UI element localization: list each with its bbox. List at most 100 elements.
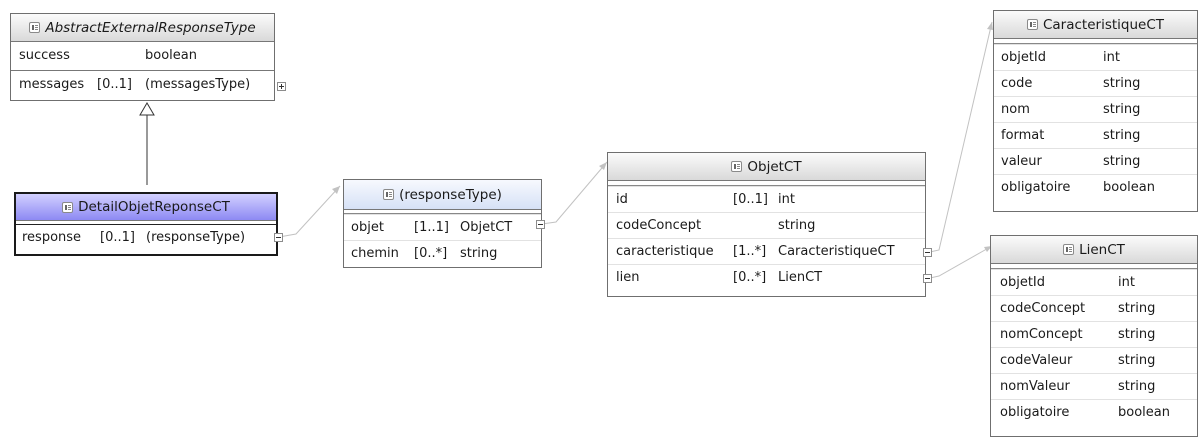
attribute-name: chemin bbox=[351, 246, 399, 261]
attribute-name: nomConcept bbox=[1000, 327, 1083, 342]
attribute-cardinality: [1..1] bbox=[414, 220, 449, 235]
attribute-name: code bbox=[1001, 76, 1033, 91]
attribute-type: string bbox=[1103, 102, 1141, 117]
attribute-type: string bbox=[1118, 327, 1156, 342]
arrowhead-caracteristique bbox=[987, 22, 993, 30]
connector-caracteristique bbox=[929, 21, 993, 253]
type-icon bbox=[62, 201, 74, 213]
attribute-cardinality: [0..*] bbox=[733, 270, 767, 285]
connector-response bbox=[278, 185, 341, 238]
attribute-type: string bbox=[1118, 301, 1156, 316]
attribute-name: lien bbox=[616, 270, 640, 285]
attribute-type: LienCT bbox=[778, 270, 823, 285]
objet-ct-box[interactable]: ObjetCT id [0..1] int codeConcept string… bbox=[607, 152, 926, 297]
lien-ct-box[interactable]: LienCT objetId int codeConcept string nomC… bbox=[990, 235, 1198, 437]
attribute-row[interactable]: response [0..1] (responseType) bbox=[16, 225, 276, 253]
type-name: (responseType) bbox=[399, 186, 502, 203]
attribute-type: string bbox=[778, 218, 816, 233]
attribute-row[interactable]: messages [0..1] (messagesType) bbox=[11, 71, 274, 100]
attribute-row[interactable]: nomValeur string bbox=[991, 373, 1197, 399]
lien-ct-header: LienCT bbox=[991, 236, 1197, 264]
attribute-row[interactable]: lien [0..*] LienCT bbox=[608, 264, 925, 290]
attribute-name: response bbox=[22, 230, 82, 245]
attribute-type: string bbox=[1103, 128, 1141, 143]
attribute-cardinality: [0..1] bbox=[733, 192, 768, 207]
collapse-toggle-icon[interactable] bbox=[923, 274, 932, 283]
attribute-name: caracteristique bbox=[616, 244, 714, 259]
attribute-type: string bbox=[1118, 379, 1156, 394]
attribute-name: codeConcept bbox=[1000, 301, 1086, 316]
attribute-name: format bbox=[1001, 128, 1045, 143]
attribute-row[interactable]: success boolean bbox=[11, 42, 274, 71]
detail-objet-reponse-box[interactable]: DetailObjetReponseCT response [0..1] (re… bbox=[14, 192, 278, 256]
attribute-row[interactable]: chemin [0..*] string bbox=[344, 240, 541, 266]
attribute-name: valeur bbox=[1001, 154, 1042, 169]
inheritance-joint bbox=[140, 186, 154, 192]
attribute-type: (responseType) bbox=[146, 230, 246, 245]
attribute-name: objetId bbox=[1000, 275, 1045, 290]
attribute-type: boolean bbox=[1118, 405, 1170, 420]
arrowhead-response bbox=[332, 186, 340, 194]
collapse-toggle-icon[interactable] bbox=[274, 233, 283, 242]
type-icon bbox=[383, 189, 395, 200]
attribute-row[interactable]: obligatoire boolean bbox=[994, 174, 1197, 200]
attribute-type: string bbox=[460, 246, 498, 261]
expand-toggle-icon[interactable] bbox=[277, 82, 286, 91]
attribute-cardinality: [1..*] bbox=[733, 244, 767, 259]
type-name: CaracteristiqueCT bbox=[1042, 16, 1165, 33]
detail-objet-reponse-header: DetailObjetReponseCT bbox=[16, 194, 276, 221]
attribute-type: string bbox=[1118, 353, 1156, 368]
attribute-row[interactable]: objet [1..1] ObjetCT bbox=[344, 214, 541, 240]
attribute-name: codeConcept bbox=[616, 218, 702, 233]
arrowhead-objet bbox=[599, 162, 607, 170]
attribute-row[interactable]: valeur string bbox=[994, 148, 1197, 174]
attribute-row[interactable]: caracteristique [1..*] CaracteristiqueCT bbox=[608, 238, 925, 264]
abstract-response-type-header: AbstractExternalResponseType bbox=[11, 14, 274, 42]
attribute-cardinality: [0..1] bbox=[97, 77, 132, 92]
attribute-type: boolean bbox=[1103, 180, 1155, 195]
attribute-type: (messagesType) bbox=[145, 77, 251, 92]
collapse-toggle-icon[interactable] bbox=[536, 220, 545, 229]
attribute-row[interactable]: codeConcept string bbox=[991, 295, 1197, 321]
attribute-row[interactable]: nomConcept string bbox=[991, 321, 1197, 347]
attribute-type: boolean bbox=[145, 48, 197, 63]
attribute-name: obligatoire bbox=[1000, 405, 1070, 420]
abstract-response-type-box[interactable]: AbstractExternalResponseType success boo… bbox=[10, 13, 275, 101]
type-icon bbox=[1063, 244, 1075, 255]
connector-lien bbox=[929, 245, 993, 279]
type-name: LienCT bbox=[1079, 241, 1125, 258]
caracteristique-ct-header: CaracteristiqueCT bbox=[994, 11, 1197, 39]
attribute-row[interactable]: objetId int bbox=[991, 269, 1197, 295]
attribute-name: nomValeur bbox=[1000, 379, 1070, 394]
response-type-box[interactable]: (responseType) objet [1..1] ObjetCT chem… bbox=[343, 179, 542, 268]
attribute-row[interactable]: format string bbox=[994, 122, 1197, 148]
attribute-row[interactable]: codeConcept string bbox=[608, 212, 925, 238]
attribute-type: string bbox=[1103, 154, 1141, 169]
type-name: DetailObjetReponseCT bbox=[78, 199, 230, 215]
attribute-name: messages bbox=[19, 77, 85, 92]
inheritance-connector bbox=[139, 102, 155, 185]
attribute-name: obligatoire bbox=[1001, 180, 1071, 195]
attribute-row[interactable]: nom string bbox=[994, 96, 1197, 122]
attribute-row[interactable]: objetId int bbox=[994, 44, 1197, 70]
attribute-type: ObjetCT bbox=[460, 220, 513, 235]
attribute-row[interactable]: id [0..1] int bbox=[608, 186, 925, 212]
attribute-type: CaracteristiqueCT bbox=[778, 244, 895, 259]
collapse-toggle-icon[interactable] bbox=[923, 248, 932, 257]
objet-ct-header: ObjetCT bbox=[608, 153, 925, 181]
attribute-name: objetId bbox=[1001, 50, 1046, 65]
attribute-row[interactable]: obligatoire boolean bbox=[991, 399, 1197, 425]
type-name: AbstractExternalResponseType bbox=[45, 19, 256, 36]
attribute-type: int bbox=[1103, 50, 1120, 65]
response-type-header: (responseType) bbox=[344, 180, 541, 210]
attribute-cardinality: [0..1] bbox=[100, 230, 135, 245]
attribute-type: int bbox=[1118, 275, 1135, 290]
type-icon bbox=[731, 161, 743, 172]
attribute-cardinality: [0..*] bbox=[414, 246, 448, 261]
attribute-name: nom bbox=[1001, 102, 1030, 117]
type-name: ObjetCT bbox=[747, 158, 802, 175]
